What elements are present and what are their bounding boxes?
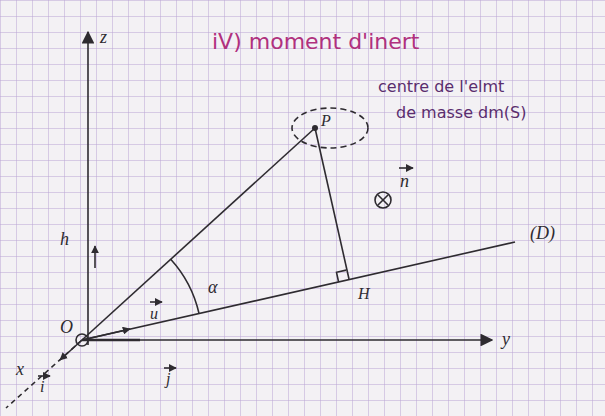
vector-label: j	[166, 370, 170, 388]
heading: iV) moment d'inert	[212, 30, 419, 54]
vector-arrow	[164, 367, 176, 369]
annotation: centre de l'elmt	[378, 78, 504, 96]
point-label: P	[321, 112, 331, 130]
normal-symbol	[375, 192, 391, 208]
j-vector	[82, 339, 140, 341]
vector-label: i	[40, 378, 44, 396]
normal-symbol	[378, 195, 388, 205]
axis-label: y	[502, 330, 510, 350]
y-axis	[82, 339, 492, 341]
annotation: de masse dm(S)	[396, 104, 526, 122]
z-axis	[87, 32, 89, 345]
point-label: H	[358, 285, 370, 303]
point-p	[312, 125, 318, 131]
perpendicular-ph	[315, 128, 349, 279]
h-mark	[94, 246, 96, 268]
right-angle-mark	[337, 270, 347, 282]
vector-arrow	[399, 167, 413, 169]
axis-label: z	[100, 28, 107, 48]
vector-label: n	[400, 172, 409, 192]
angle-label: α	[208, 278, 217, 298]
dimension-label: h	[60, 230, 69, 250]
x-axis	[6, 340, 82, 408]
vector-label: u	[150, 305, 158, 323]
line-d	[82, 242, 515, 340]
i-vector	[60, 340, 82, 360]
axis-label: x	[16, 360, 24, 380]
point-label: O	[60, 318, 73, 338]
vector-arrow	[150, 301, 162, 303]
line-label: (D)	[530, 224, 555, 244]
normal-symbol	[378, 195, 388, 205]
u-vector	[82, 329, 130, 340]
vector-arrow	[38, 375, 50, 377]
angle-arc	[171, 259, 199, 313]
mass-element	[292, 108, 368, 148]
line-op	[82, 128, 315, 340]
